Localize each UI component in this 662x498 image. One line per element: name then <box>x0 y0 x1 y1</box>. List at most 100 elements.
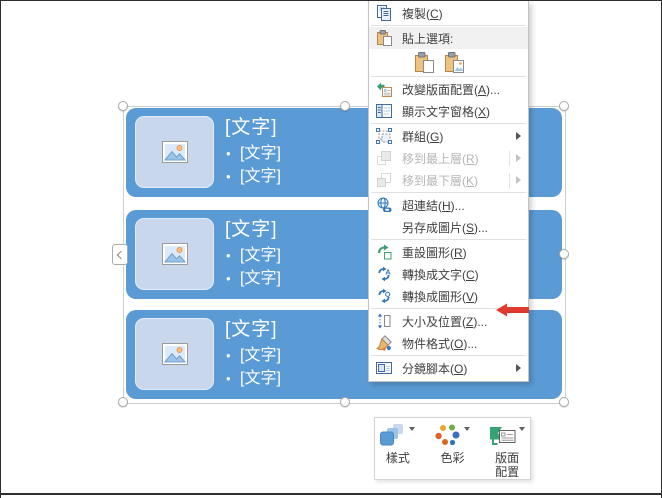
menu-item-convert-to-shapes[interactable]: 轉換成圖形(V) <box>369 285 528 307</box>
menu-item-reset-graphic[interactable]: 重設圖形(R) <box>369 241 528 263</box>
menu-item-change-layout[interactable]: 改變版面配置(A)... <box>369 78 528 100</box>
bar-bullet-list: •[文字] •[文字] <box>226 142 281 188</box>
smartart-mini-toolbar: 樣式 色彩版面 配置 <box>374 417 531 480</box>
reset-graphic-icon <box>375 243 393 261</box>
no-icon-spacer <box>375 218 393 236</box>
bar-bullet-text[interactable]: •[文字] <box>226 168 281 185</box>
paste-as-picture-button[interactable] <box>442 50 467 75</box>
menu-item-label: 群組(G) <box>402 129 444 144</box>
send-to-back-icon <box>375 171 393 189</box>
chevron-left-icon <box>116 250 126 259</box>
split-divider <box>509 172 510 188</box>
group-icon <box>375 127 393 145</box>
bar-bullet-list: •[文字] •[文字] <box>226 344 281 390</box>
menu-item-label: 分鏡腳本(O) <box>402 361 468 376</box>
submenu-arrow-icon <box>516 176 521 184</box>
bar-bullet-text[interactable]: •[文字] <box>226 370 281 387</box>
bar-title-text[interactable]: [文字] <box>225 319 278 340</box>
selection-handle-bottom-middle[interactable] <box>340 397 350 407</box>
selection-handle-bottom-right[interactable] <box>559 397 569 407</box>
menu-item-send-to-back: 移到最下層(K) <box>369 169 528 191</box>
menu-item-label: 移到最下層(K) <box>402 173 479 188</box>
menu-separator <box>371 239 526 240</box>
menu-separator <box>371 192 526 193</box>
menu-item-show-text-pane[interactable]: 顯示文字窗格(X) <box>369 100 528 122</box>
styles-button[interactable]: 樣式 <box>375 424 421 465</box>
menu-item-paste-options-label: 貼上選項: <box>369 27 528 49</box>
insert-picture-icon <box>161 243 188 265</box>
paste-keep-source-icon <box>414 51 435 73</box>
menu-separator <box>371 123 526 124</box>
dropdown-caret-icon <box>464 427 470 431</box>
bar-bullet-text[interactable]: •[文字] <box>226 270 281 287</box>
menu-item-copy[interactable]: 複製(C) <box>369 2 528 24</box>
paste-keep-source-formatting-button[interactable] <box>412 50 437 75</box>
menu-item-hyperlink[interactable]: 超連結(H)... <box>369 194 528 216</box>
menu-item-format-object[interactable]: 物件格式(O)... <box>369 332 528 354</box>
bring-to-front-icon <box>375 149 393 167</box>
storyboard-icon <box>375 359 393 377</box>
menu-item-storyboard[interactable]: 分鏡腳本(O) <box>369 357 528 379</box>
menu-item-convert-to-text[interactable]: A 轉換成文字(C) <box>369 263 528 285</box>
toolbar-button-label: 版面 配置 <box>495 451 520 479</box>
menu-item-label: 重設圖形(R) <box>402 245 467 260</box>
submenu-indicator <box>516 357 528 379</box>
hyperlink-icon <box>375 196 393 214</box>
menu-item-size-and-position[interactable]: 大小及位置(Z)... <box>369 310 528 332</box>
paste-icon <box>375 29 393 47</box>
red-arrow-annotation <box>496 303 529 317</box>
submenu-indicator <box>509 169 528 191</box>
text-pane-icon <box>375 102 393 120</box>
context-menu: 複製(C) 貼上選項: 改變版面配置(A)... 顯示文字窗格(X) 群組(G) 移到最上… <box>368 1 529 382</box>
bar-bullet-list: •[文字] •[文字] <box>226 244 281 290</box>
menu-separator <box>371 308 526 309</box>
picture-placeholder[interactable] <box>135 218 214 290</box>
menu-item-label: 另存成圖片(S)... <box>402 220 489 235</box>
bar-bullet-text[interactable]: •[文字] <box>226 347 281 364</box>
menu-item-label: 移到最上層(R) <box>402 151 479 166</box>
colors-button[interactable]: 色彩 <box>430 424 476 465</box>
submenu-indicator <box>509 147 528 169</box>
menu-item-bring-to-front: 移到最上層(R) <box>369 147 528 169</box>
menu-item-save-as-picture[interactable]: 另存成圖片(S)... <box>369 216 528 238</box>
picture-placeholder[interactable] <box>135 116 214 188</box>
menu-item-label: 顯示文字窗格(X) <box>402 104 491 119</box>
format-object-icon <box>375 334 393 352</box>
window-bottom-edge <box>1 493 661 495</box>
text-pane-toggle-button[interactable] <box>112 244 128 265</box>
layout-icon <box>489 424 516 446</box>
svg-text:A: A <box>385 268 391 277</box>
layout-button[interactable]: 版面 配置 <box>484 424 530 479</box>
menu-separator <box>371 76 526 77</box>
dropdown-caret-icon <box>518 427 525 431</box>
menu-item-label: 貼上選項: <box>402 31 454 46</box>
menu-item-group[interactable]: 群組(G) <box>369 125 528 147</box>
submenu-indicator <box>516 125 528 147</box>
change-layout-icon <box>375 80 393 98</box>
selection-handle-bottom-left[interactable] <box>118 397 128 407</box>
bar-bullet-text[interactable]: •[文字] <box>226 247 281 264</box>
bar-title-text[interactable]: [文字] <box>225 117 278 138</box>
toolbar-button-label: 樣式 <box>385 451 410 465</box>
selection-handle-top-middle[interactable] <box>340 101 350 111</box>
submenu-arrow-icon <box>516 132 521 140</box>
menu-item-label: 改變版面配置(A)... <box>402 82 501 97</box>
selection-handle-middle-right[interactable] <box>559 249 569 259</box>
split-divider <box>509 150 510 166</box>
bar-bullet-text[interactable]: •[文字] <box>226 145 281 162</box>
colors-icon <box>435 424 461 446</box>
menu-item-label: 超連結(H)... <box>402 198 465 213</box>
paste-options-row <box>369 49 528 75</box>
selection-handle-top-right[interactable] <box>559 101 569 111</box>
convert-to-text-icon: A <box>375 265 393 283</box>
menu-item-label: 轉換成文字(C) <box>402 267 479 282</box>
selection-handle-top-left[interactable] <box>118 101 128 111</box>
bar-title-text[interactable]: [文字] <box>225 219 278 240</box>
menu-item-label: 大小及位置(Z)... <box>402 314 488 329</box>
copy-icon <box>375 4 393 22</box>
menu-item-label: 物件格式(O)... <box>402 336 478 351</box>
picture-placeholder[interactable] <box>135 318 214 390</box>
submenu-arrow-icon <box>516 364 521 372</box>
paste-picture-icon <box>444 51 465 73</box>
